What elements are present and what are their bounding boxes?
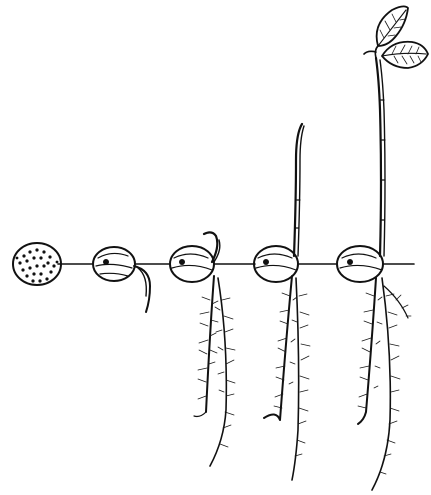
seed-hilum bbox=[103, 259, 109, 265]
root-system bbox=[194, 276, 235, 466]
seedling-stage-4 bbox=[254, 124, 310, 480]
stem bbox=[294, 124, 304, 256]
seedling-stage-3 bbox=[170, 232, 235, 466]
seed-coat-texture bbox=[16, 248, 59, 282]
root-system bbox=[264, 276, 310, 480]
seed-stage-1 bbox=[13, 243, 61, 285]
seedling-stage-5 bbox=[337, 6, 428, 490]
stem bbox=[376, 58, 385, 256]
root-system bbox=[358, 278, 411, 490]
leaf-lower bbox=[382, 42, 428, 68]
seed-stage-2 bbox=[93, 247, 150, 312]
